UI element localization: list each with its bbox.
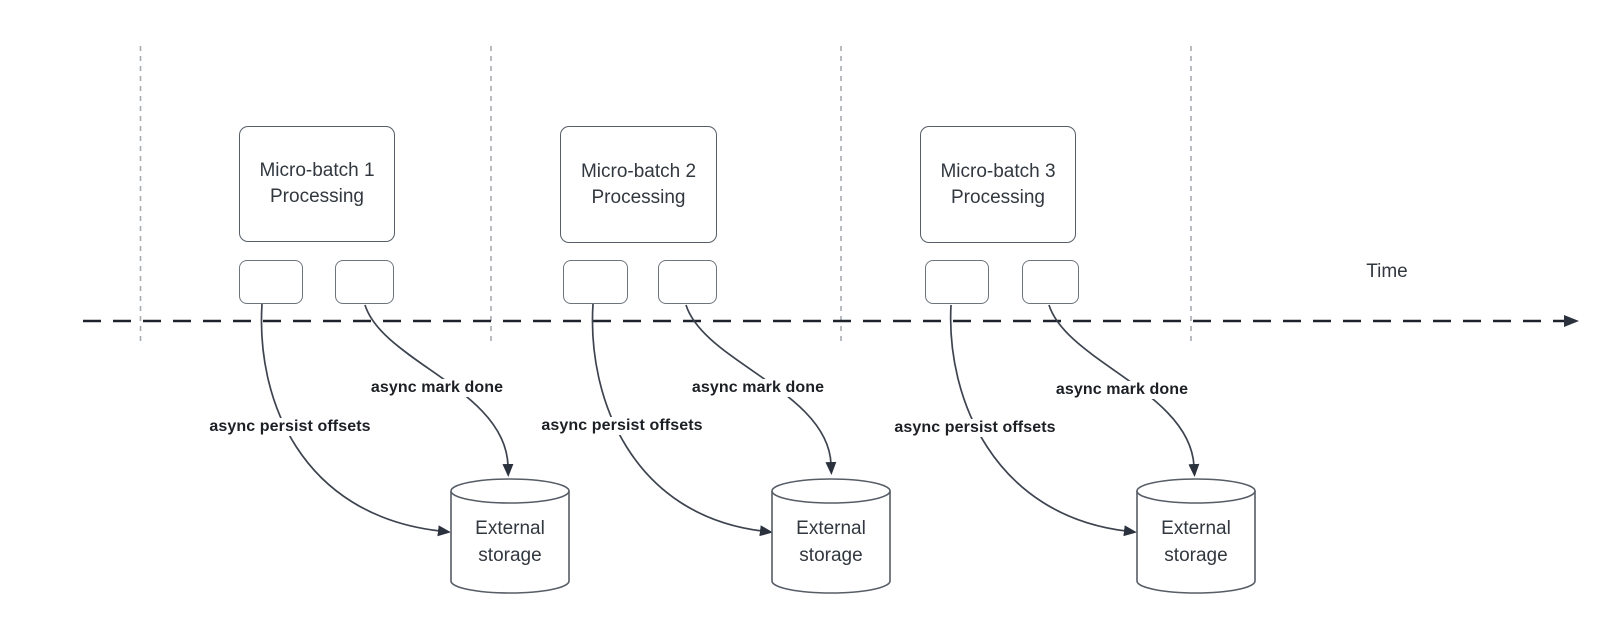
mark-done-label-3: async mark done <box>1052 381 1192 399</box>
persist-offsets-arrow-1 <box>260 303 451 537</box>
mark-done-arrow-1 <box>364 304 514 477</box>
micro-batch-title-line1: Micro-batch 3 <box>940 160 1056 182</box>
persist-offsets-task-box-2 <box>563 260 628 304</box>
external-storage-label-line2: storage <box>1164 545 1228 566</box>
mark-done-arrow-2 <box>685 304 837 475</box>
external-storage-cylinder-body-1 <box>450 491 570 594</box>
external-storage-label-2: External storage <box>796 515 866 569</box>
external-storage-label-3: External storage <box>1161 515 1231 569</box>
external-storage-label-line2: storage <box>478 545 542 566</box>
persist-offsets-arrow-3 <box>949 304 1137 537</box>
mark-done-task-box-3 <box>1022 260 1079 304</box>
external-storage-cylinder-top-3 <box>1136 478 1256 504</box>
micro-batch-title-line1: Micro-batch 1 <box>259 160 375 181</box>
external-storage-label-line1: External <box>1161 518 1231 539</box>
external-storage-cylinder-top-2 <box>771 478 891 504</box>
mark-done-task-box-1 <box>335 260 394 304</box>
mark-done-arrow-3 <box>1048 304 1200 477</box>
time-axis-label: Time <box>1366 261 1408 282</box>
external-storage-label-line1: External <box>475 518 545 539</box>
micro-batch-title-line1: Micro-batch 2 <box>580 160 697 182</box>
external-storage-label-line2: storage <box>799 545 863 566</box>
mark-done-label-2: async mark done <box>688 379 828 397</box>
persist-offsets-label-3: async persist offsets <box>891 419 1059 437</box>
external-storage-cylinder-body-3 <box>1136 491 1256 594</box>
mark-done-task-box-2 <box>658 260 717 304</box>
persist-offsets-task-box-1 <box>239 260 303 304</box>
external-storage-label-line1: External <box>796 518 866 539</box>
mark-done-label-1: async mark done <box>367 379 507 397</box>
persist-offsets-label-1: async persist offsets <box>206 418 374 436</box>
external-storage-label-1: External storage <box>475 515 545 569</box>
persist-offsets-label-2: async persist offsets <box>538 417 706 435</box>
external-storage-cylinder-top-1 <box>450 478 570 504</box>
micro-batch-title-line2: Processing <box>270 186 364 207</box>
persist-offsets-task-box-3 <box>925 260 989 304</box>
micro-batch-title-line2: Processing <box>951 186 1045 208</box>
micro-batch-processing-box-1: Micro-batch 1 Processing <box>239 126 395 242</box>
persist-offsets-arrow-2 <box>591 303 773 537</box>
external-storage-cylinder-body-2 <box>771 491 891 594</box>
micro-batch-title-line2: Processing <box>591 186 686 208</box>
micro-batch-processing-box-3: Micro-batch 3 Processing <box>920 126 1076 243</box>
micro-batch-processing-box-2: Micro-batch 2 Processing <box>560 126 717 243</box>
